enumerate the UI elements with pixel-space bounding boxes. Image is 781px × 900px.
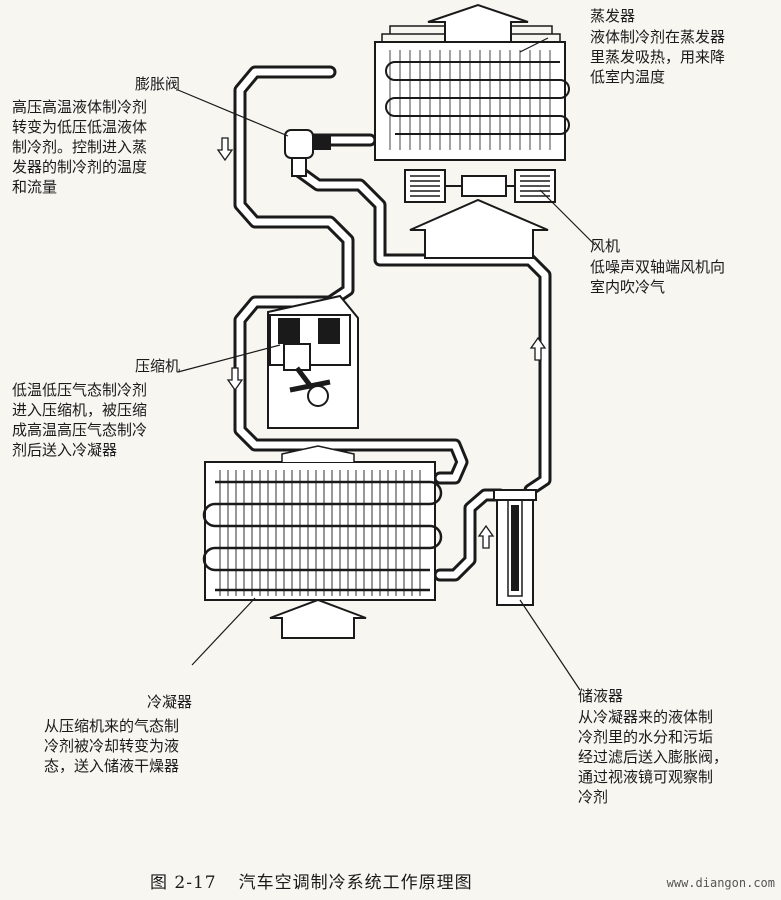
compressor-label: 压缩机 [12, 356, 180, 377]
compressor-description-block: 低温低压气态制冷剂 进入压缩机，被压缩 成高温高压气态制冷 剂后送入冷凝器 [12, 380, 147, 460]
air-out-arrow-icon [427, 3, 529, 43]
figure-title: 汽车空调制冷系统工作原理图 [238, 873, 473, 893]
evaporator-description: 液体制冷剂在蒸发器 里蒸发吸热，用来降 低室内温度 [590, 28, 726, 86]
receiver-description: 从冷凝器来的液体制 冷剂里的水分和污垢 经过滤后送入膨胀阀， 通过视液镜可观察制… [578, 708, 729, 806]
condenser-title: 冷凝器 [146, 693, 192, 711]
condenser-label: 冷凝器 [12, 692, 192, 713]
compressor-description: 低温低压气态制冷剂 进入压缩机，被压缩 成高温高压气态制冷 剂后送入冷凝器 [12, 381, 148, 459]
fan-title: 风机 [590, 237, 621, 255]
compressor [267, 294, 359, 429]
evaporator-label: 蒸发器 液体制冷剂在蒸发器 里蒸发吸热，用来降 低室内温度 [590, 6, 725, 87]
watermark: www.diangon.com [666, 876, 775, 890]
fan [404, 169, 556, 203]
condenser [202, 461, 443, 601]
evaporator-title: 蒸发器 [590, 7, 636, 25]
figure-number: 图 2-17 [150, 873, 217, 893]
expansion-valve-description: 高压高温液体制冷剂 转变为低压低温液体 制冷剂。控制进入蒸 发器的制冷剂的温度 … [12, 98, 148, 196]
compressor-title: 压缩机 [134, 357, 180, 375]
fan-description: 低噪声双轴端风机向 室内吹冷气 [590, 258, 726, 296]
expansion-valve-description-block: 高压高温液体制冷剂 转变为低压低温液体 制冷剂。控制进入蒸 发器的制冷剂的温度 … [12, 97, 147, 197]
fan-label: 风机 低噪声双轴端风机向 室内吹冷气 [590, 236, 725, 297]
condenser-description-block: 从压缩机来的气态制 冷剂被冷却转变为液 态，送入储液干燥器 [44, 716, 179, 776]
expansion-valve [284, 129, 331, 177]
flow-arrows [216, 137, 547, 549]
condenser-top-arrow-icon [281, 445, 355, 462]
expansion-valve-title: 膨胀阀 [134, 75, 180, 93]
expansion-valve-label: 膨胀阀 [12, 74, 180, 95]
condenser-description: 从压缩机来的气态制 冷剂被冷却转变为液 态，送入储液干燥器 [44, 717, 180, 775]
receiver-drier [493, 489, 537, 606]
receiver-label: 储液器 从冷凝器来的液体制 冷剂里的水分和污垢 经过滤后送入膨胀阀， 通过视液镜… [578, 686, 728, 807]
evaporator [374, 25, 570, 161]
leader-lines [177, 37, 596, 691]
receiver-title: 储液器 [578, 687, 624, 705]
condenser-air-arrow-icon [269, 598, 367, 639]
figure-caption: 图 2-17 汽车空调制冷系统工作原理图 [150, 868, 473, 893]
air-in-arrow-icon [409, 198, 549, 259]
